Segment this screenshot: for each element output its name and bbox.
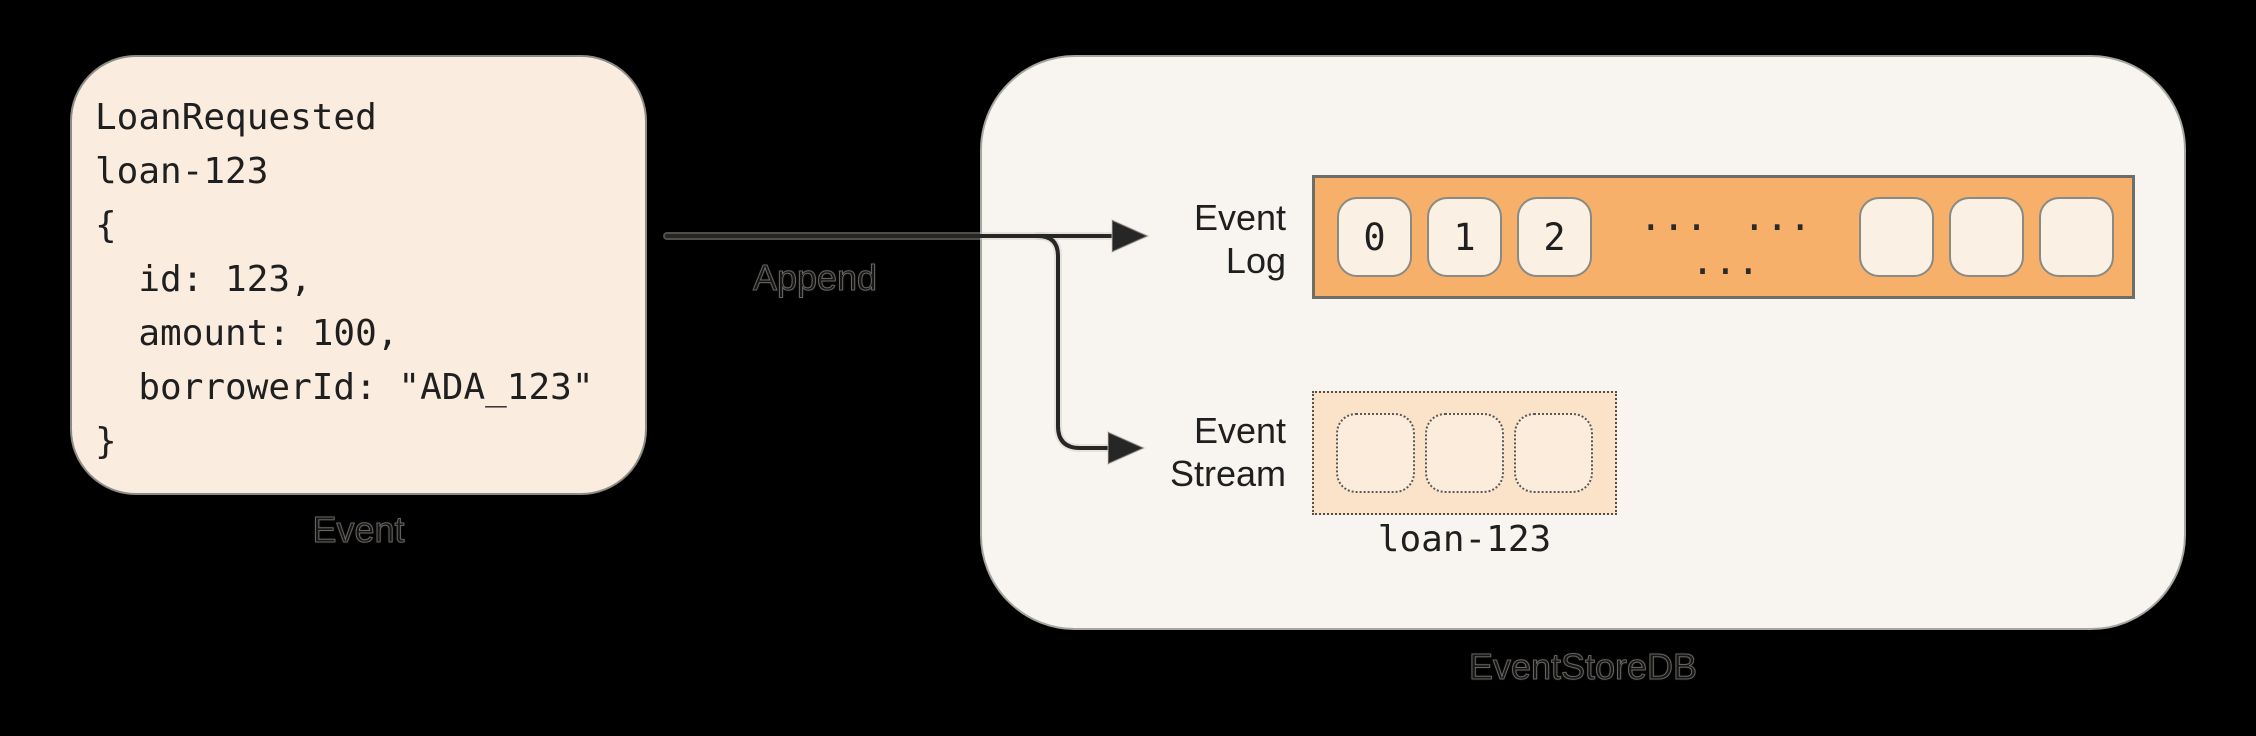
event-log-empty-cell bbox=[1949, 197, 2024, 277]
eventstoredb-container: Event Log 0 1 2 ... ... ... Event Stream… bbox=[980, 55, 2186, 630]
event-log-bar: 0 1 2 ... ... ... bbox=[1312, 175, 2135, 299]
event-stream-box bbox=[1312, 391, 1617, 515]
event-stream-empty-cell bbox=[1514, 413, 1593, 493]
event-code: LoanRequested loan-123 { id: 123, amount… bbox=[95, 97, 594, 462]
event-log-cell-1: 1 bbox=[1427, 197, 1502, 277]
event-stream-label: Event Stream bbox=[1169, 410, 1286, 494]
event-box: LoanRequested loan-123 { id: 123, amount… bbox=[70, 55, 647, 495]
event-log-empty-cell bbox=[2039, 197, 2114, 277]
event-log-label: Event Log bbox=[1193, 197, 1286, 281]
event-log-numbered-cells: 0 1 2 bbox=[1337, 197, 1592, 277]
event-log-ellipsis: ... ... ... bbox=[1639, 195, 1812, 283]
event-log-empty-cells bbox=[1859, 197, 2114, 277]
event-log-empty-cell bbox=[1859, 197, 1934, 277]
event-stream-empty-cell bbox=[1336, 413, 1415, 493]
stream-name-label: loan-123 bbox=[1377, 519, 1552, 560]
append-arrow-label: Append bbox=[752, 257, 878, 299]
event-box-caption: Event bbox=[312, 509, 405, 551]
event-log-cell-0: 0 bbox=[1337, 197, 1412, 277]
event-stream-empty-cell bbox=[1425, 413, 1504, 493]
eventstoredb-caption: EventStoreDB bbox=[1468, 646, 1698, 688]
event-log-cell-2: 2 bbox=[1517, 197, 1592, 277]
